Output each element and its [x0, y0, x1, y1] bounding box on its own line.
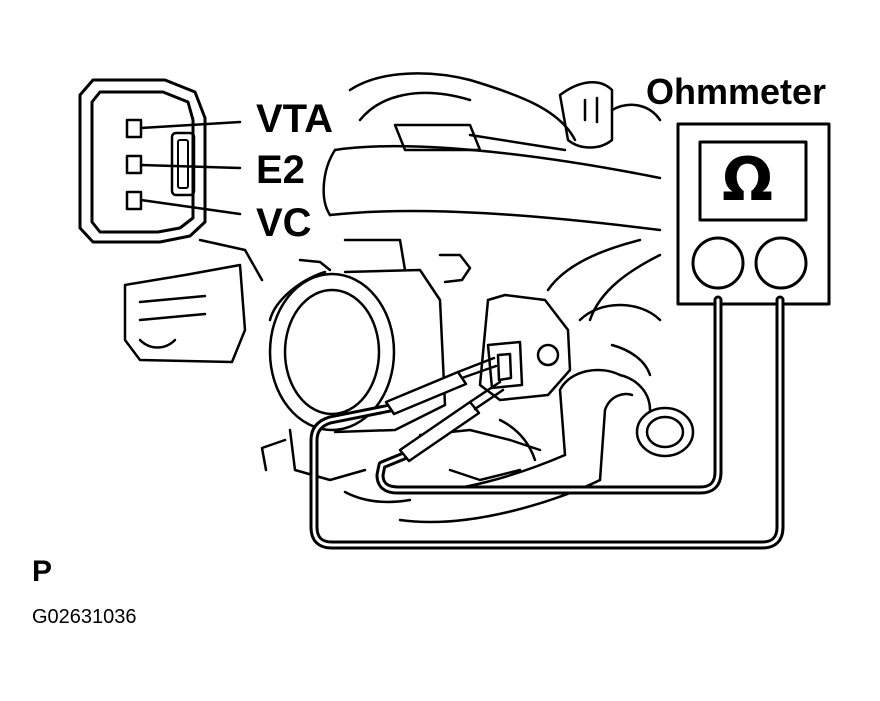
connector-icon — [78, 78, 207, 244]
pin-label-vc: VC — [256, 201, 312, 245]
probe-icon — [384, 356, 505, 463]
ohm-symbol: Ω — [722, 145, 774, 215]
engine-background — [123, 72, 695, 524]
pin-label-e2: E2 — [256, 148, 305, 192]
ohmmeter-icon — [676, 122, 831, 306]
pin-label-vta: VTA — [256, 97, 334, 141]
pin-leader-lines — [139, 120, 242, 216]
figure-code: G02631036 — [32, 606, 137, 628]
test-leads — [309, 295, 785, 550]
ohmmeter-label: Ohmmeter — [646, 71, 827, 112]
view-letter: P — [32, 555, 53, 588]
